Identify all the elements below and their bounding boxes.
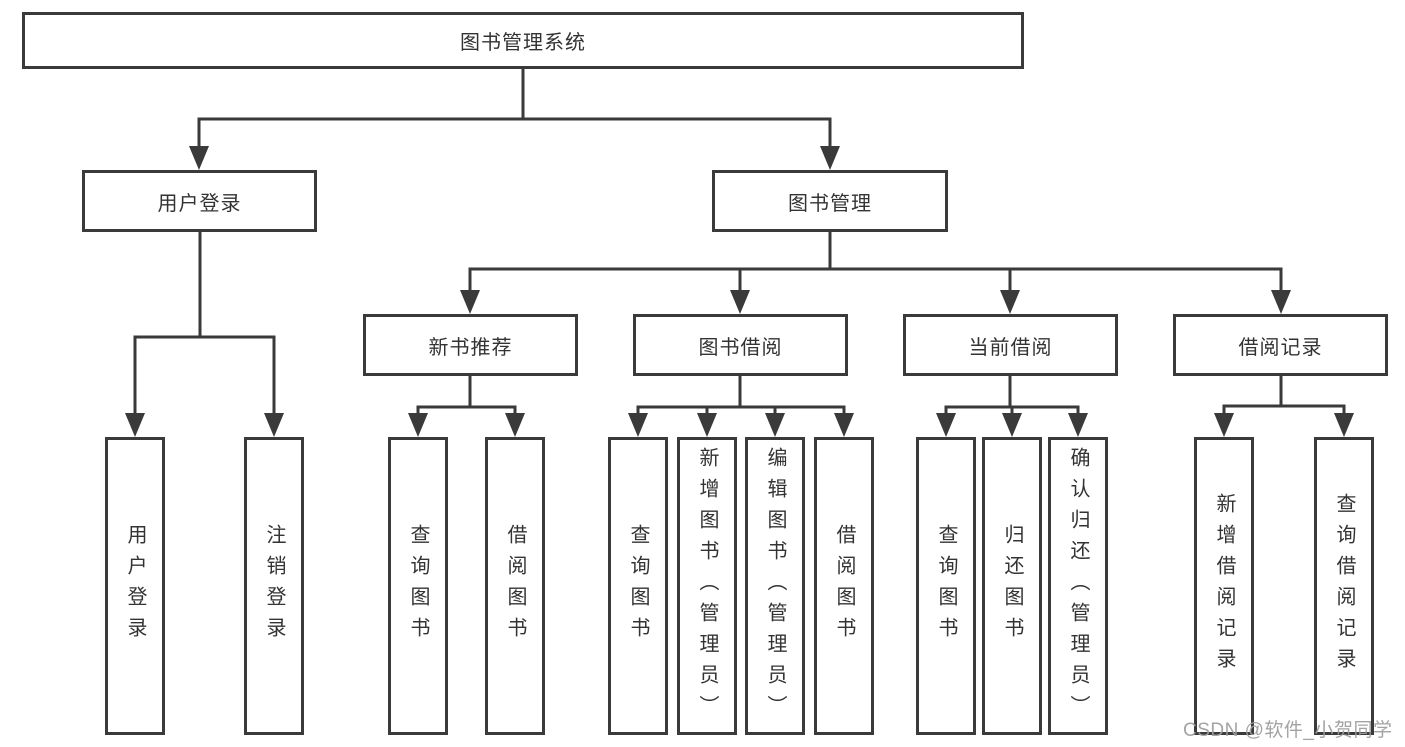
leaf-query-borrow-record: 查询借阅记录 (1314, 437, 1374, 735)
leaf-query-book-recommend-label: 查询图书 (407, 524, 429, 648)
node-current-borrowing-label: 当前借阅 (968, 336, 1053, 359)
leaf-query-book-borrowing-label: 查询图书 (627, 524, 649, 648)
node-user-login-label: 用户登录 (157, 192, 242, 215)
node-user-login-branch: 用户登录 (82, 170, 317, 232)
node-new-book-recommend-label: 新书推荐 (428, 336, 513, 359)
leaf-borrow-book-label: 借阅图书 (833, 524, 855, 648)
node-current-borrowing: 当前借阅 (903, 314, 1118, 376)
leaf-borrow-book-recommend: 借阅图书 (485, 437, 545, 735)
node-book-management: 图书管理 (712, 170, 948, 232)
leaf-add-borrow-record: 新增借阅记录 (1194, 437, 1254, 735)
leaf-query-book-borrowing: 查询图书 (608, 437, 668, 735)
leaf-edit-book-admin: 编辑图书（管理员） (745, 437, 805, 735)
leaf-return-book-label: 归还图书 (1001, 524, 1023, 648)
leaf-user-login-label: 用户登录 (124, 524, 146, 648)
leaf-query-book-recommend: 查询图书 (388, 437, 448, 735)
node-root: 图书管理系统 (22, 12, 1024, 69)
leaf-borrow-book-recommend-label: 借阅图书 (504, 524, 526, 648)
leaf-user-login: 用户登录 (105, 437, 165, 735)
leaf-query-book-current-label: 查询图书 (935, 524, 957, 648)
node-book-borrowing-label: 图书借阅 (698, 336, 783, 359)
leaf-query-book-current: 查询图书 (916, 437, 976, 735)
leaf-confirm-return-admin-label: 确认归还（管理员） (1067, 446, 1089, 726)
node-borrow-records-label: 借阅记录 (1238, 336, 1323, 359)
leaf-confirm-return-admin: 确认归还（管理员） (1048, 437, 1108, 735)
leaf-add-book-admin-label: 新增图书（管理员） (696, 446, 718, 726)
node-book-borrowing: 图书借阅 (633, 314, 848, 376)
node-book-management-label: 图书管理 (788, 192, 872, 215)
leaf-return-book: 归还图书 (982, 437, 1042, 735)
leaf-add-book-admin: 新增图书（管理员） (677, 437, 737, 735)
node-borrow-records: 借阅记录 (1173, 314, 1388, 376)
leaf-logout-label: 注销登录 (263, 524, 285, 648)
node-root-label: 图书管理系统 (460, 32, 586, 54)
node-new-book-recommend: 新书推荐 (363, 314, 578, 376)
leaf-add-borrow-record-label: 新增借阅记录 (1213, 493, 1235, 679)
leaf-query-borrow-record-label: 查询借阅记录 (1333, 493, 1355, 679)
leaf-edit-book-admin-label: 编辑图书（管理员） (764, 446, 786, 726)
watermark: CSDN @软件_小贺同学 (1183, 720, 1393, 741)
leaf-borrow-book: 借阅图书 (814, 437, 874, 735)
arrowheads (125, 146, 1354, 437)
leaf-logout: 注销登录 (244, 437, 304, 735)
